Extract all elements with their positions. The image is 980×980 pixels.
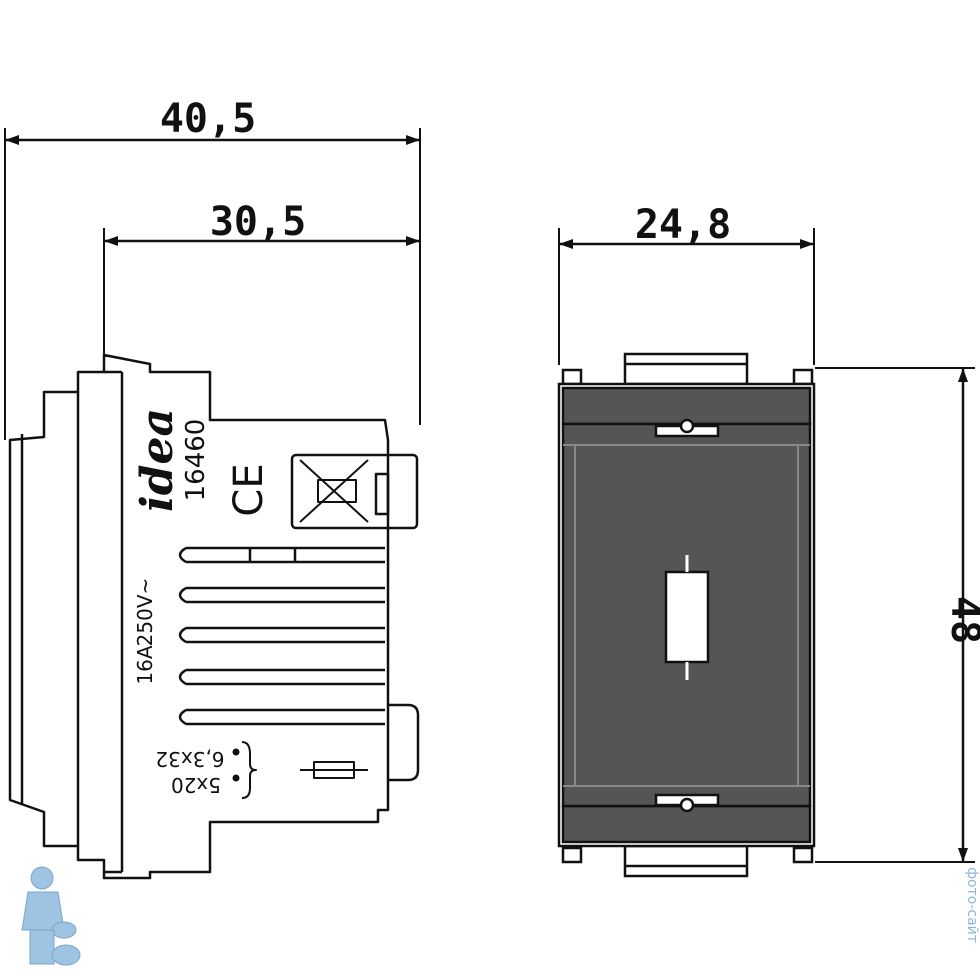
brand-logo: idea xyxy=(132,408,183,512)
fuse-option-5x20: 5x20 xyxy=(171,773,221,797)
plumber-logo xyxy=(21,866,81,966)
ce-mark: CE xyxy=(226,463,272,516)
side-view-labels: idea 16460 CE 250V~ 16A 6,3x32 5x20 xyxy=(132,408,272,797)
watermark-text: фото-сайт xyxy=(964,867,980,943)
watermark: фото-сайт xyxy=(21,866,980,966)
fuse-option-6x32: 6,3x32 xyxy=(155,747,224,771)
front-view xyxy=(557,352,816,878)
dimension-label-overall-depth: 40,5 xyxy=(160,96,256,142)
rating-current: 16A xyxy=(133,645,157,684)
rating-voltage: 250V~ xyxy=(133,578,157,647)
fuse-window xyxy=(664,570,710,664)
dimension-label-height: 48 xyxy=(942,596,980,644)
dimension-body-depth: 30,5 xyxy=(103,199,420,355)
front-cap xyxy=(8,353,390,880)
bottom-clip xyxy=(623,844,749,878)
dimension-overall-depth: 40,5 xyxy=(4,96,421,440)
top-clip xyxy=(623,352,749,386)
dimension-label-body-depth: 30,5 xyxy=(210,199,306,245)
rear-connector xyxy=(388,703,420,782)
dimension-height: 48 xyxy=(815,367,980,863)
vent-slots xyxy=(178,546,385,726)
dimension-width: 24,8 xyxy=(558,202,815,365)
terminal-box xyxy=(290,453,419,530)
side-view xyxy=(8,353,420,880)
dimension-label-width: 24,8 xyxy=(635,202,731,248)
article-number: 16460 xyxy=(181,419,211,502)
